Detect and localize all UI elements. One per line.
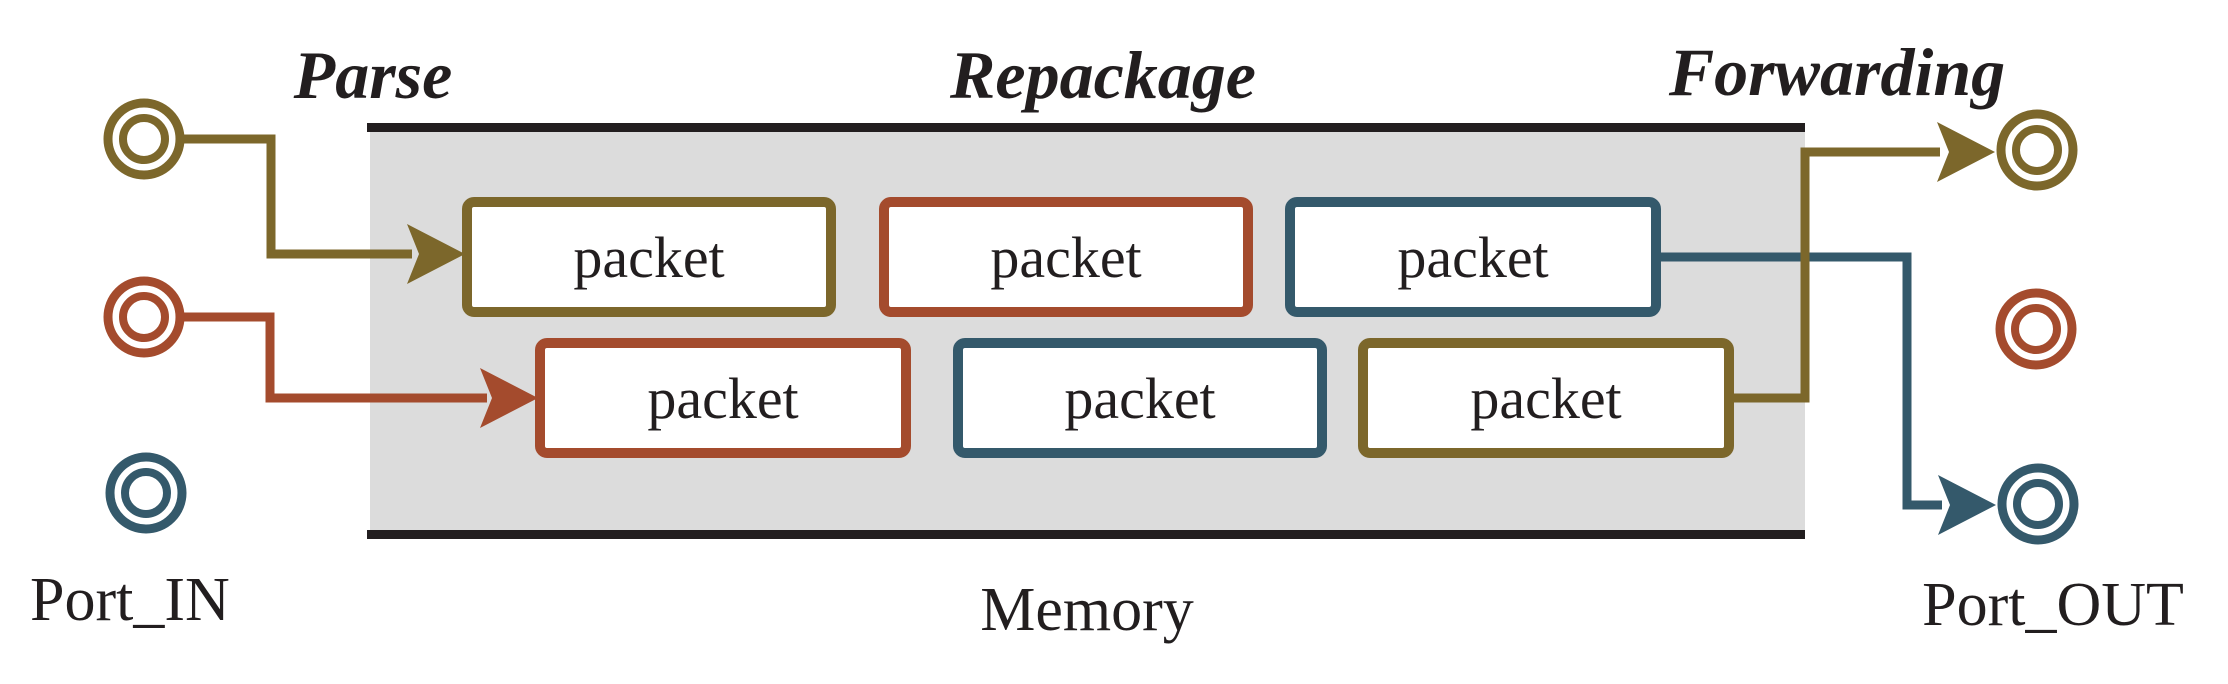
port-in-circle-rust bbox=[103, 276, 185, 358]
packet-row1-slot3: packet bbox=[1285, 197, 1661, 317]
port-in-label: Port_IN bbox=[30, 566, 230, 634]
port-out-circle-olive bbox=[1996, 109, 2078, 191]
packet-box-slate bbox=[1285, 197, 1661, 317]
packet-box-rust bbox=[879, 197, 1253, 317]
port-ring-outer bbox=[1995, 288, 2077, 370]
port-ring-inner bbox=[2011, 304, 2061, 354]
stage-label-forwarding: Forwarding bbox=[1668, 34, 2005, 110]
port-ring-outer bbox=[1997, 463, 2079, 545]
port-out-circle-slate bbox=[1997, 463, 2079, 545]
port-in-circle-olive bbox=[103, 98, 185, 180]
packet-row1-slot1: packet bbox=[462, 197, 836, 317]
port-ring-inner bbox=[121, 468, 171, 518]
flow-line-out-olive bbox=[1729, 147, 1940, 403]
arrowhead-out-olive bbox=[1937, 122, 1995, 182]
port-out-circle-rust bbox=[1995, 288, 2077, 370]
port-in-circle-slate bbox=[105, 452, 187, 534]
stage-label-repackage: Repackage bbox=[949, 37, 1256, 113]
packet-box-olive bbox=[1358, 338, 1734, 458]
flow-line-in-olive bbox=[180, 134, 412, 259]
port-out-label: Port_OUT bbox=[1922, 571, 2184, 639]
arrowhead-out-slate bbox=[1938, 475, 1996, 535]
packet-box-label: packet bbox=[990, 225, 1141, 290]
memory-bottom-bar bbox=[367, 530, 1805, 539]
flow-line-in-rust bbox=[180, 312, 487, 403]
port-ring-inner bbox=[2013, 479, 2063, 529]
packet-box-label: packet bbox=[647, 366, 798, 431]
packet-box-label: packet bbox=[1064, 366, 1215, 431]
stage-label-parse: Parse bbox=[293, 37, 453, 113]
arrowhead-in-olive bbox=[407, 224, 465, 284]
port-ring-outer bbox=[1996, 109, 2078, 191]
packet-row2-slot1: packet bbox=[535, 338, 911, 458]
port-ring-inner bbox=[119, 114, 169, 164]
port-ring-outer bbox=[103, 98, 185, 180]
packet-box-slate bbox=[953, 338, 1327, 458]
packet-box-olive bbox=[462, 197, 836, 317]
packet-row1-slot2: packet bbox=[879, 197, 1253, 317]
arrowhead-in-rust bbox=[480, 368, 538, 428]
port-ring-inner bbox=[119, 292, 169, 342]
packet-box-label: packet bbox=[1397, 225, 1548, 290]
packet-box-rust bbox=[535, 338, 911, 458]
packet-box-label: packet bbox=[1470, 366, 1621, 431]
port-ring-inner bbox=[2012, 125, 2062, 175]
port-ring-outer bbox=[103, 276, 185, 358]
flow-line-out-slate bbox=[1656, 252, 1942, 510]
memory-region bbox=[370, 130, 1805, 534]
packet-box-label: packet bbox=[573, 225, 724, 290]
memory-top-bar bbox=[367, 123, 1805, 132]
memory-label: Memory bbox=[980, 576, 1194, 644]
packet-row2-slot3: packet bbox=[1358, 338, 1734, 458]
port-ring-outer bbox=[105, 452, 187, 534]
packet-row2-slot2: packet bbox=[953, 338, 1327, 458]
